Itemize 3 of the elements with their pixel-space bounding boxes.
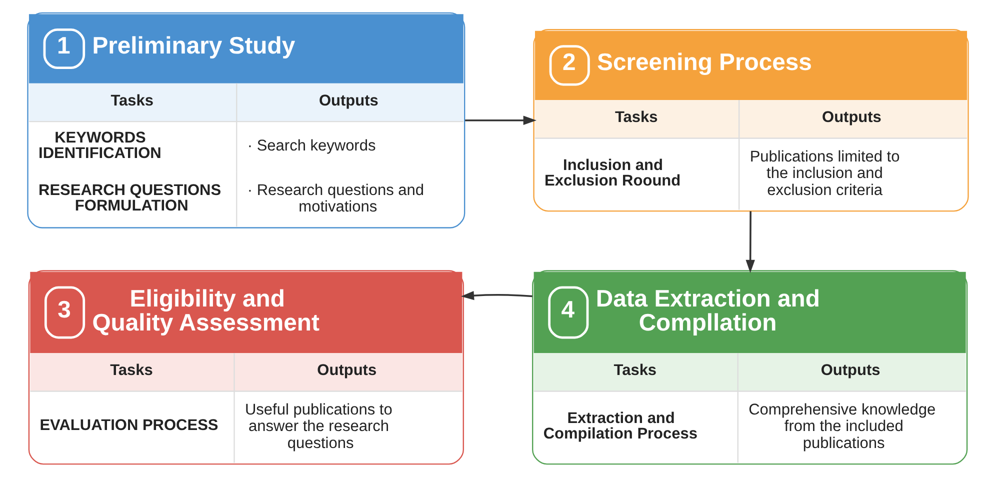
arrow <box>746 211 755 274</box>
arrow <box>465 116 536 125</box>
arrow <box>460 290 532 300</box>
